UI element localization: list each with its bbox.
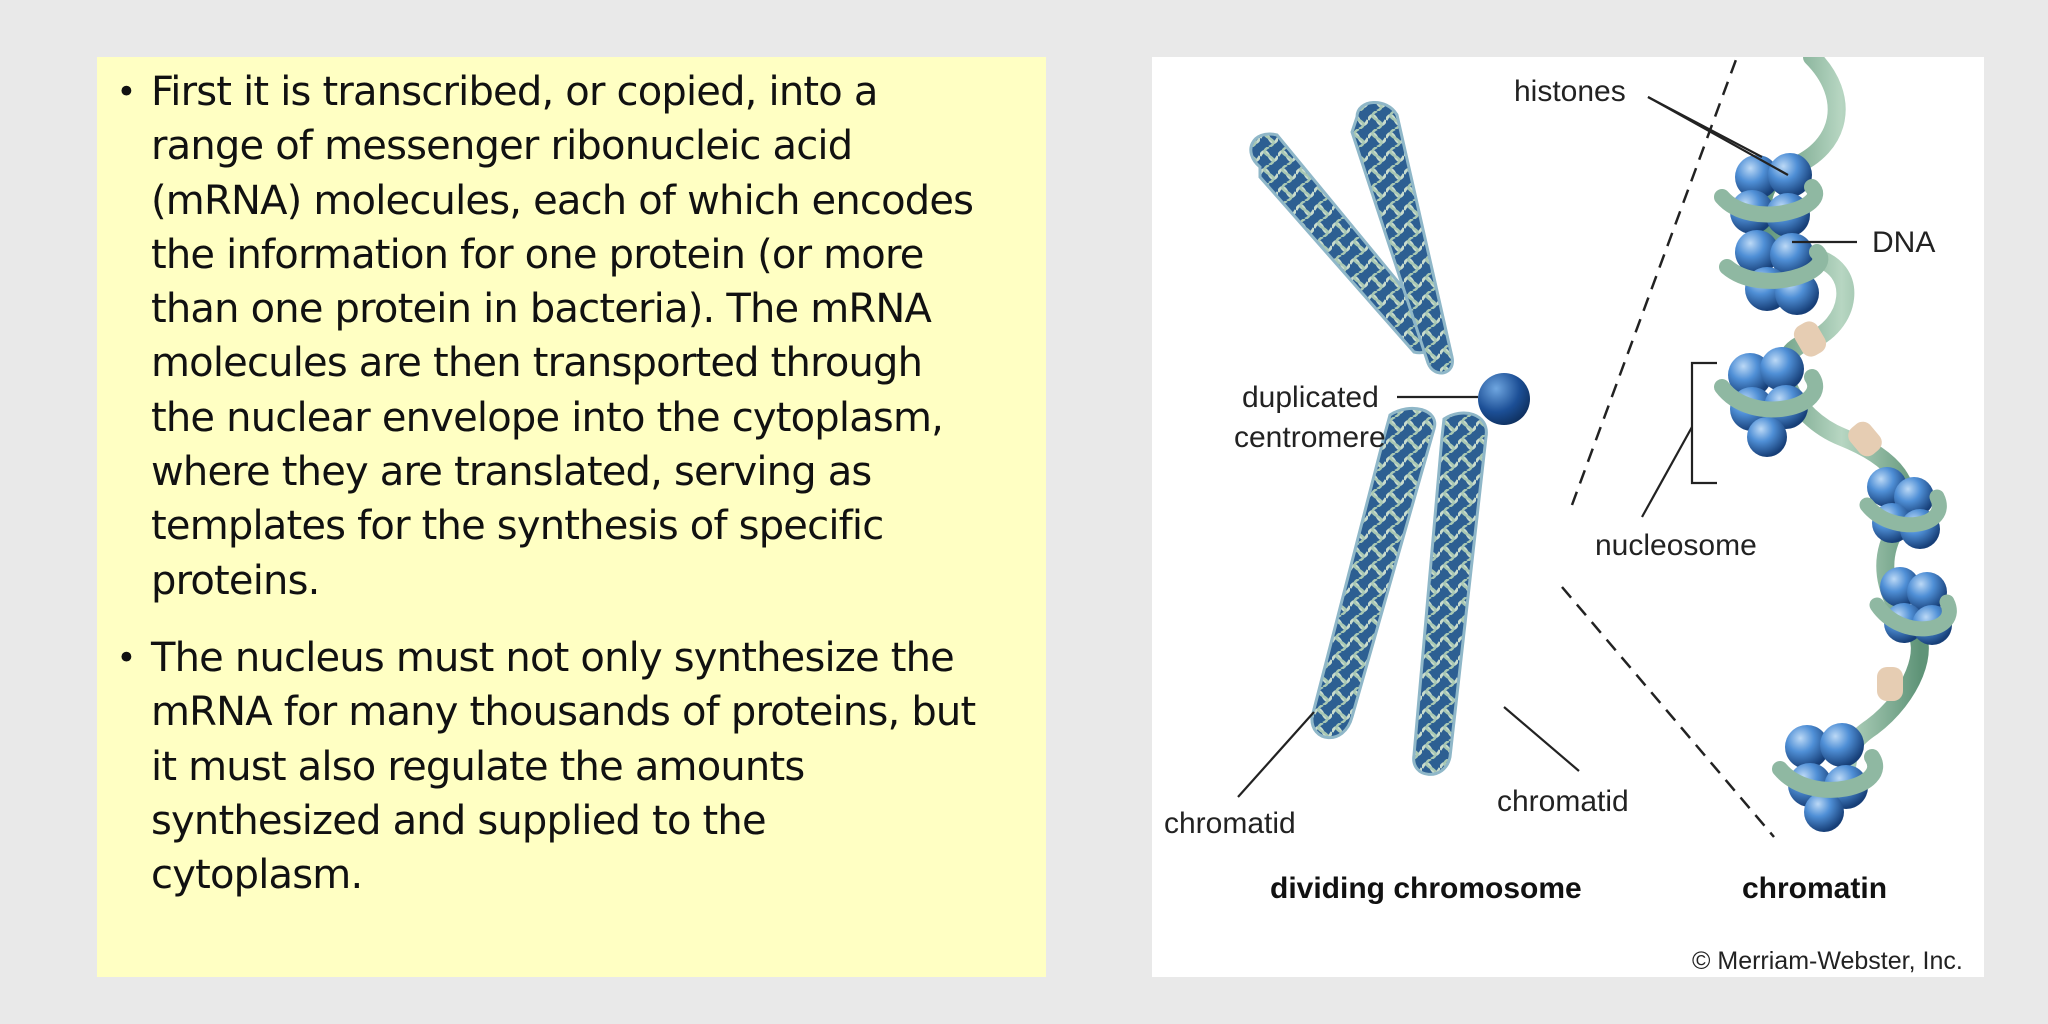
nucleosome-icon	[1714, 347, 1823, 457]
text-line: molecules are then transported through	[151, 340, 923, 387]
text-line: cytoplasm.	[151, 852, 363, 899]
text-line: the information for one protein (or more	[151, 231, 924, 278]
chromatin-illustration	[1714, 57, 1957, 832]
text-line: the nuclear envelope into the cytoplasm,	[151, 394, 944, 441]
text-line: where they are translated, serving as	[151, 449, 872, 496]
bullet-item-transcription: • First it is transcribed, or copied, in…	[111, 65, 1034, 608]
nucleosome-icon	[1859, 467, 1947, 549]
text-line: (mRNA) molecules, each of which encodes	[151, 177, 974, 224]
bullet-item-regulation: • The nucleus must not only synthesize t…	[111, 631, 1034, 902]
label-chromatid-left: chromatid	[1164, 807, 1296, 840]
copyright-notice: © Merriam-Webster, Inc.	[1692, 947, 1963, 975]
nucleosome-icon	[1772, 723, 1883, 832]
label-chromatid-right: chromatid	[1497, 785, 1629, 818]
bullet-text: The nucleus must not only synthesize the…	[151, 631, 1034, 902]
text-line: synthesized and supplied to the	[151, 797, 767, 844]
bullet-text: First it is transcribed, or copied, into…	[151, 65, 1034, 608]
text-panel: • First it is transcribed, or copied, in…	[97, 57, 1046, 977]
text-line: First it is transcribed, or copied, into…	[151, 69, 878, 115]
caption-dividing-chromosome: dividing chromosome	[1270, 872, 1582, 905]
text-line: than one protein in bacteria). The mRNA	[151, 286, 932, 333]
label-duplicated: duplicated	[1242, 381, 1379, 414]
bullet-icon: •	[116, 637, 136, 678]
nucleosome-icon	[1714, 153, 1828, 315]
centromere-icon	[1478, 373, 1530, 425]
caption-chromatin: chromatin	[1742, 872, 1887, 905]
text-line: range of messenger ribonucleic acid	[151, 123, 853, 170]
text-line: mRNA for many thousands of proteins, but	[151, 689, 976, 736]
label-centromere: centromere	[1234, 421, 1386, 454]
chromosome-illustration	[1249, 101, 1530, 776]
text-line: The nucleus must not only synthesize the	[151, 634, 955, 681]
label-histones: histones	[1514, 75, 1626, 108]
bullet-list: • First it is transcribed, or copied, in…	[111, 65, 1034, 902]
chromosome-figure: histones DNA duplicated centromere nucle…	[1152, 57, 1984, 977]
label-nucleosome: nucleosome	[1595, 529, 1757, 562]
label-dna: DNA	[1872, 226, 1935, 259]
text-line: it must also regulate the amounts	[151, 743, 805, 790]
bullet-icon: •	[116, 72, 136, 112]
text-line: templates for the synthesis of specific	[151, 503, 884, 550]
nucleosome-icon	[1869, 567, 1957, 645]
text-line: proteins.	[151, 557, 320, 604]
